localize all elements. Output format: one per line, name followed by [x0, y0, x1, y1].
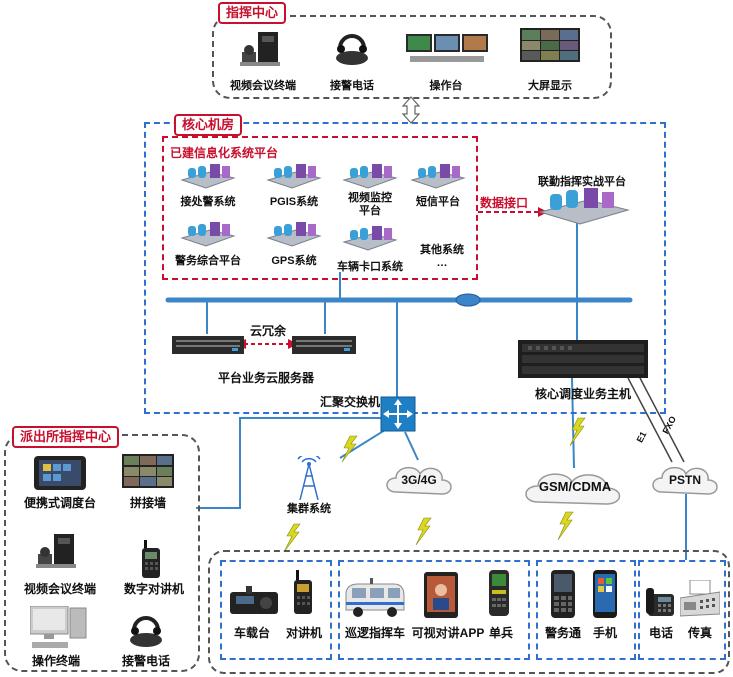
- station-item-label: 数字对讲机: [123, 582, 184, 596]
- police-station-title: 派出所指挥中心: [12, 426, 120, 448]
- server-rack-icon: [180, 222, 236, 248]
- system-label: 短信平台: [416, 196, 460, 208]
- terminal-group-4: [638, 560, 726, 660]
- combat-platform-icon: [536, 188, 632, 226]
- station-item-label: 接警电话: [121, 654, 170, 668]
- terminal-label: 单兵: [488, 626, 513, 640]
- server-rack-icon: [342, 226, 398, 252]
- station-item-label: 视频会议终端: [23, 582, 96, 596]
- terminal-label: 巡逻指挥车: [344, 626, 405, 640]
- mobile-phone-icon: [592, 570, 618, 618]
- server-rack-icon: [180, 164, 236, 190]
- dispatch-phone-icon: [332, 28, 372, 68]
- terminal-group-3: [536, 560, 636, 660]
- data-interface-label: 数据接口: [480, 196, 529, 210]
- dispatch-host-icon: [518, 340, 648, 378]
- operation-terminal-icon: [29, 605, 90, 650]
- command-item-label: 接警电话: [330, 80, 374, 92]
- cloud-servers-label: 平台业务云服务器: [217, 371, 314, 385]
- switch-icon: [380, 396, 416, 432]
- system-label: GPS系统: [271, 255, 317, 267]
- server-rack-icon: [410, 164, 466, 190]
- command-item-label: 大屏显示: [528, 80, 572, 92]
- video-app-icon: [424, 572, 458, 618]
- terminal-label: 电话: [648, 626, 673, 640]
- trunking-tower-icon: [296, 452, 322, 501]
- terminal-label: 手机: [592, 626, 617, 640]
- station-item-label: 拼接墙: [129, 496, 166, 510]
- command-center-title: 指挥中心: [218, 2, 287, 24]
- existing-platform-box: [162, 136, 478, 280]
- pstn-label: PSTN: [668, 473, 701, 487]
- combat-platform-label: 联勤指挥实战平台: [538, 176, 626, 188]
- terminal-group-2: [338, 560, 530, 660]
- video-conference-terminal-icon: [238, 28, 284, 68]
- server-rack-icon: [342, 164, 398, 190]
- cloud-redundancy-label: 云冗余: [249, 324, 286, 338]
- terminal-label: 车载台: [233, 626, 270, 640]
- patrol-vehicle-icon: [342, 576, 408, 618]
- terminal-label: 对讲机: [285, 626, 322, 640]
- command-item-label: 视频会议终端: [230, 80, 296, 92]
- system-label: PGIS系统: [269, 196, 319, 208]
- station-phone-icon: [126, 610, 166, 650]
- video-wall-icon: [122, 454, 174, 488]
- gsm-label: GSM/CDMA: [538, 479, 612, 494]
- terminals-box: [208, 550, 730, 674]
- operator-console-icon: [404, 30, 490, 66]
- mobile-data-cloud-icon: [382, 460, 456, 498]
- trunking-label: 集群系统: [287, 503, 331, 515]
- command-item-label: 操作台: [429, 80, 463, 92]
- existing-platform-title: 已建信息化系统平台: [170, 146, 279, 160]
- station-video-terminal-icon: [34, 530, 80, 570]
- aggregation-switch-label: 汇聚交换机: [319, 395, 380, 409]
- large-screen-display-icon: [520, 28, 580, 68]
- digital-radio-icon: [140, 540, 162, 580]
- terminal-label: 可视对讲APP: [411, 626, 485, 640]
- cloud-server-icon: [172, 334, 244, 356]
- gsm-cloud-icon: [520, 466, 630, 508]
- walkie-talkie-icon: [292, 570, 314, 616]
- system-label: 警务综合平台: [175, 255, 241, 267]
- individual-device-icon: [488, 570, 510, 616]
- fax-machine-icon: [679, 579, 721, 618]
- system-label: 接处警系统: [180, 196, 236, 208]
- desk-phone-icon: [646, 586, 676, 618]
- mobile-data-label: 3G/4G: [401, 473, 437, 487]
- command-center-box: [212, 15, 612, 99]
- server-rack-icon: [266, 222, 322, 248]
- terminal-label: 传真: [687, 626, 712, 640]
- station-item-label: 操作终端: [31, 654, 80, 668]
- portable-console-icon: [34, 456, 86, 490]
- vehicle-radio-icon: [228, 586, 280, 618]
- system-label: 其他系统 …: [420, 244, 464, 269]
- system-label: 视频监控 平台: [348, 192, 392, 217]
- terminal-label: 警务通: [544, 626, 581, 640]
- core-room-title: 核心机房: [174, 114, 243, 136]
- station-item-label: 便携式调度台: [23, 496, 96, 510]
- system-label: 车辆卡口系统: [337, 261, 403, 273]
- cloud-server-icon: [292, 334, 356, 356]
- server-rack-icon: [266, 164, 322, 190]
- terminal-group-1: [220, 560, 332, 660]
- police-terminal-icon: [550, 570, 576, 618]
- pstn-cloud-icon: [648, 460, 722, 498]
- dispatch-host-label: 核心调度业务主机: [534, 387, 631, 401]
